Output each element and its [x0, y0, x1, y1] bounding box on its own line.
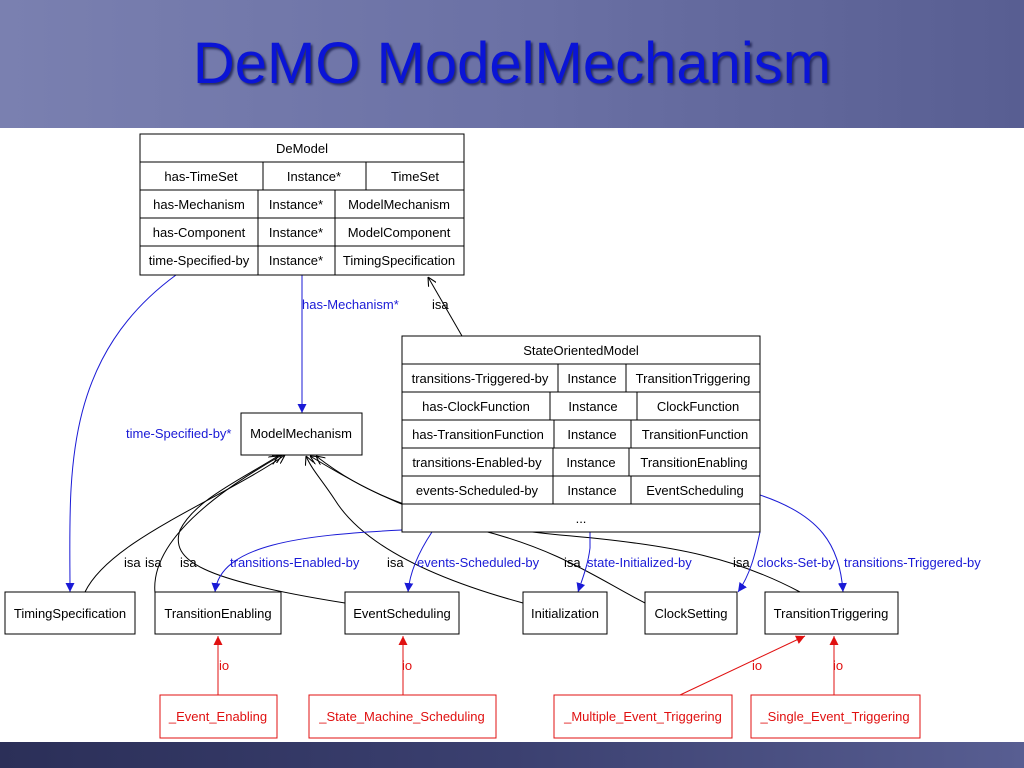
instance-label: _State_Machine_Scheduling — [318, 709, 485, 724]
label-io-1: io — [219, 658, 229, 673]
label-transitions-enabled-by: transitions-Enabled-by — [230, 555, 360, 570]
stateoriented-title: StateOrientedModel — [523, 343, 639, 358]
demodel-cell: has-Component — [153, 225, 246, 240]
label-io-2: io — [402, 658, 412, 673]
node-clock-setting[interactable]: ClockSetting — [644, 591, 738, 635]
label-io-3: io — [752, 658, 762, 673]
stateoriented-cell: Instance — [567, 371, 616, 386]
stateoriented-cell: TransitionTriggering — [636, 371, 751, 386]
stateoriented-cell: has-TransitionFunction — [412, 427, 544, 442]
node-label: ClockSetting — [655, 606, 728, 621]
node-label: ModelMechanism — [250, 426, 352, 441]
demodel-cell: time-Specified-by — [149, 253, 250, 268]
edge-clocks-set-by — [737, 531, 761, 593]
node-label: TransitionTriggering — [774, 606, 889, 621]
stateoriented-cell: ClockFunction — [657, 399, 739, 414]
edge-time-specified-by — [65, 274, 177, 593]
stateoriented-cell: TransitionEnabling — [640, 455, 747, 470]
node-label: TransitionEnabling — [164, 606, 271, 621]
demodel-title: DeModel — [276, 141, 328, 156]
label-clocks-set-by: clocks-Set-by — [757, 555, 836, 570]
stateoriented-cell: Instance — [566, 455, 615, 470]
slide-footer-bar — [0, 742, 1024, 768]
edge-isa-transitiontriggering — [316, 456, 801, 593]
label-io-4: io — [833, 658, 843, 673]
label-isa-stateoriented: isa — [432, 297, 449, 312]
ontology-diagram: has-Mechanism* isa time-Specified-by* is… — [4, 133, 981, 739]
label-events-scheduled-by: events-Scheduled-by — [417, 555, 540, 570]
label-has-mechanism: has-Mechanism* — [302, 297, 399, 312]
node-initialization[interactable]: Initialization — [522, 591, 608, 635]
stateoriented-ellipsis: ... — [576, 511, 587, 526]
label-isa-5: isa — [564, 555, 581, 570]
edge-transitions-enabled-by — [211, 529, 403, 593]
edge-isa-eventscheduling — [177, 456, 346, 604]
slide-title: DeMO ModelMechanism — [192, 31, 832, 96]
instance-label: _Multiple_Event_Triggering — [563, 709, 722, 724]
demodel-cell: Instance* — [269, 253, 323, 268]
edge-state-initialized-by — [576, 532, 591, 593]
demodel-cell: has-Mechanism — [153, 197, 245, 212]
demodel-cell: has-TimeSet — [164, 169, 238, 184]
label-state-initialized-by: state-Initialized-by — [587, 555, 692, 570]
node-event-scheduling[interactable]: EventScheduling — [344, 591, 460, 635]
node-label: Initialization — [531, 606, 599, 621]
stateoriented-cell: transitions-Triggered-by — [412, 371, 549, 386]
instance-event-enabling[interactable]: _Event_Enabling — [159, 694, 278, 739]
node-timing-specification[interactable]: TimingSpecification — [4, 591, 136, 635]
stateoriented-table[interactable]: StateOrientedModel transitions-Triggered… — [401, 335, 761, 533]
instance-label: _Event_Enabling — [168, 709, 267, 724]
node-label: EventScheduling — [353, 606, 451, 621]
node-transition-enabling[interactable]: TransitionEnabling — [154, 591, 282, 635]
stateoriented-cell: has-ClockFunction — [422, 399, 530, 414]
instance-label: _Single_Event_Triggering — [759, 709, 909, 724]
label-isa-2: isa — [145, 555, 162, 570]
stateoriented-cell: Instance — [567, 427, 616, 442]
label-isa-1: isa — [124, 555, 141, 570]
edge-transitions-triggered-by — [759, 494, 847, 593]
edge-io-multiple-event-triggering — [679, 635, 806, 696]
edge-isa-transitionenabling — [154, 455, 282, 594]
demodel-cell: Instance* — [269, 197, 323, 212]
stateoriented-cell: transitions-Enabled-by — [412, 455, 542, 470]
label-isa-3: isa — [180, 555, 197, 570]
stateoriented-cell: TransitionFunction — [642, 427, 748, 442]
node-label: TimingSpecification — [14, 606, 126, 621]
demodel-cell: Instance* — [287, 169, 341, 184]
stateoriented-cell: EventScheduling — [646, 483, 744, 498]
instance-single-event-triggering[interactable]: _Single_Event_Triggering — [750, 694, 921, 739]
label-isa-4: isa — [387, 555, 404, 570]
label-isa-6: isa — [733, 555, 750, 570]
demodel-cell: ModelComponent — [348, 225, 451, 240]
node-transition-triggering[interactable]: TransitionTriggering — [764, 591, 899, 635]
instance-state-machine-scheduling[interactable]: _State_Machine_Scheduling — [308, 694, 497, 739]
slide-header: DeMO ModelMechanism — [0, 0, 1024, 128]
edge-isa-stateoriented — [428, 277, 463, 337]
instance-multiple-event-triggering[interactable]: _Multiple_Event_Triggering — [553, 694, 733, 739]
stateoriented-cell: events-Scheduled-by — [416, 483, 539, 498]
demodel-cell: TimingSpecification — [343, 253, 455, 268]
stateoriented-cell: Instance — [567, 483, 616, 498]
demodel-cell: Instance* — [269, 225, 323, 240]
demodel-cell: TimeSet — [391, 169, 439, 184]
label-transitions-triggered-by: transitions-Triggered-by — [844, 555, 981, 570]
node-model-mechanism[interactable]: ModelMechanism — [240, 412, 363, 456]
demodel-cell: ModelMechanism — [348, 197, 450, 212]
stateoriented-cell: Instance — [568, 399, 617, 414]
edge-events-scheduled-by — [404, 531, 433, 593]
label-time-specified-by: time-Specified-by* — [126, 426, 232, 441]
edge-isa-initialization — [306, 456, 524, 604]
demodel-table[interactable]: DeModel has-TimeSet Instance* TimeSet ha… — [139, 133, 465, 276]
edge-isa-timingspec — [84, 455, 285, 593]
